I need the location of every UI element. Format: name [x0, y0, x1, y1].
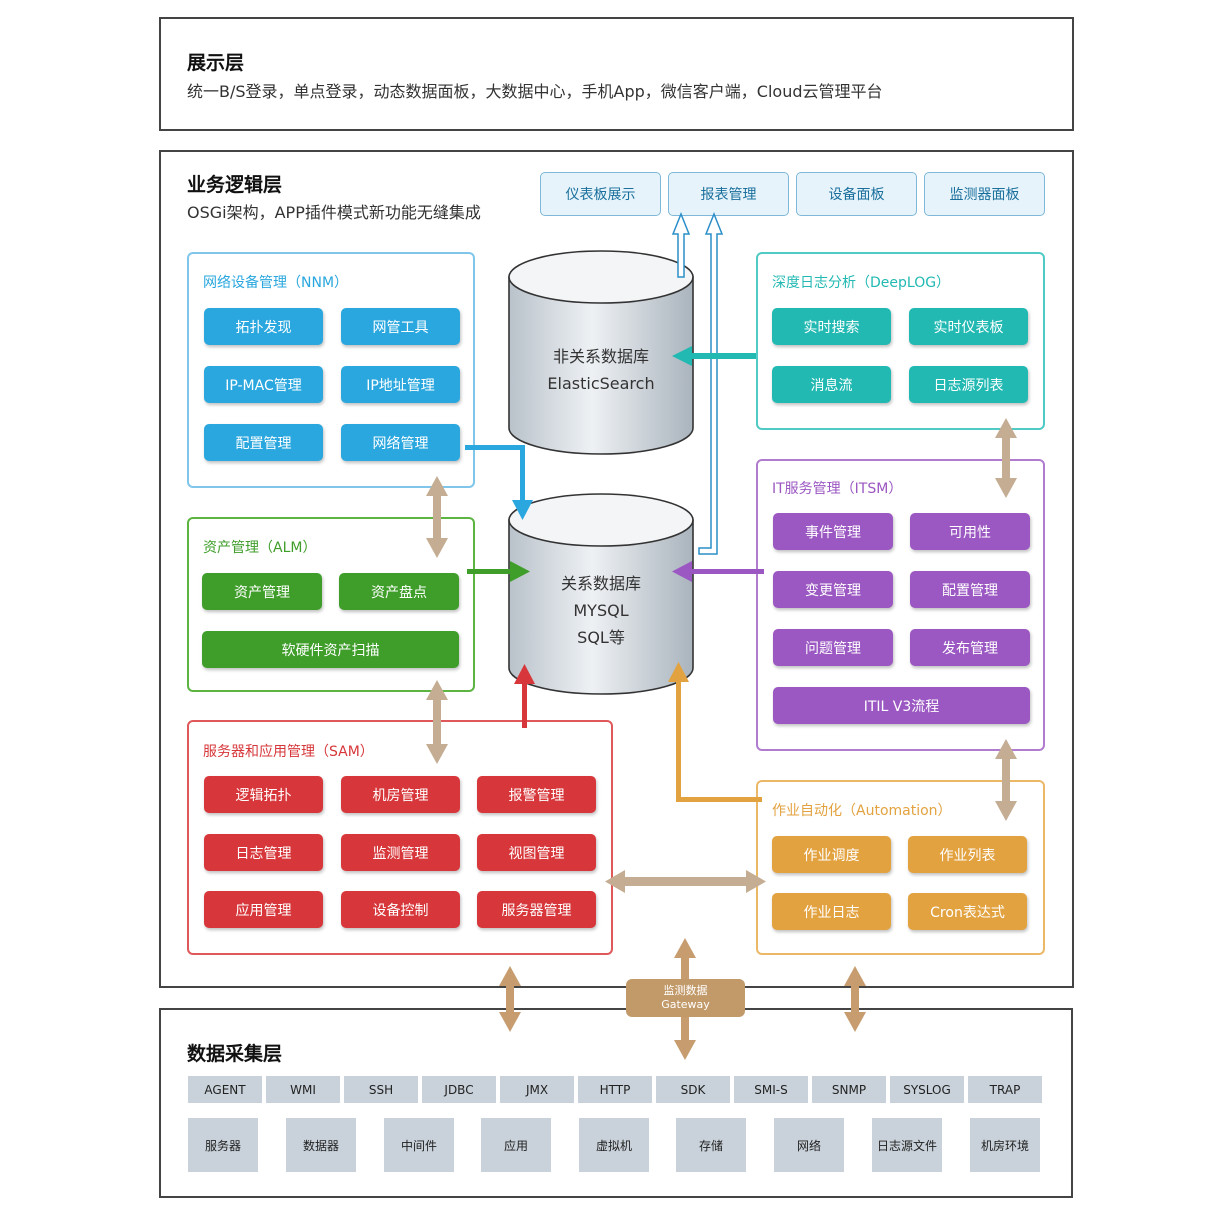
tan-double-arrows — [426, 418, 1017, 893]
itsm-to-mysql-arrow — [672, 561, 764, 582]
automation-group-title: 作业自动化（Automation） — [772, 803, 952, 819]
source-storage: 存储 — [676, 1118, 746, 1172]
sam-to-mysql-arrow — [514, 664, 535, 728]
application-management-button[interactable]: 应用管理 — [204, 891, 323, 928]
nnm-group-title: 网络设备管理（NNM） — [203, 275, 349, 291]
cron-expression-button[interactable]: Cron表达式 — [908, 893, 1027, 930]
realtime-search-button[interactable]: 实时搜索 — [772, 308, 891, 345]
ip-mac-management-button[interactable]: IP-MAC管理 — [204, 366, 323, 403]
business-logic-layer-title: 业务逻辑层 — [187, 174, 283, 196]
protocol-http: HTTP — [578, 1076, 652, 1103]
change-management-button[interactable]: 变更管理 — [773, 571, 893, 608]
log-management-button[interactable]: 日志管理 — [204, 834, 323, 871]
source-server: 服务器 — [188, 1118, 258, 1172]
presentation-layer-desc: 统一B/S登录，单点登录，动态数据面板，大数据中心，手机App，微信客户端，Cl… — [187, 82, 883, 101]
tab-dashboard-display[interactable]: 仪表板展示 — [540, 172, 661, 216]
source-log-files: 日志源文件 — [872, 1118, 942, 1172]
protocol-snmp: SNMP — [812, 1076, 886, 1103]
report-output-arrows — [671, 211, 724, 555]
protocol-jdbc: JDBC — [422, 1076, 496, 1103]
deeplog-to-es-arrow — [672, 346, 756, 366]
network-management-button[interactable]: 网络管理 — [341, 424, 460, 461]
business-logic-layer-subtitle: OSGi架构，APP插件模式新功能无缝集成 — [187, 203, 481, 222]
alarm-management-button[interactable]: 报警管理 — [477, 776, 596, 813]
protocol-trap: TRAP — [968, 1076, 1042, 1103]
protocol-agent: AGENT — [188, 1076, 262, 1103]
source-network: 网络 — [774, 1118, 844, 1172]
job-list-button[interactable]: 作业列表 — [908, 836, 1027, 873]
problem-management-button[interactable]: 问题管理 — [773, 629, 893, 666]
source-application: 应用 — [481, 1118, 551, 1172]
source-middleware: 中间件 — [384, 1118, 454, 1172]
message-stream-button[interactable]: 消息流 — [772, 366, 891, 403]
config-management-button[interactable]: 配置管理 — [204, 424, 323, 461]
job-log-button[interactable]: 作业日志 — [772, 893, 891, 930]
view-management-button[interactable]: 视图管理 — [477, 834, 596, 871]
incident-management-button[interactable]: 事件管理 — [773, 513, 893, 550]
itsm-config-management-button[interactable]: 配置管理 — [910, 571, 1030, 608]
server-management-button[interactable]: 服务器管理 — [477, 891, 596, 928]
protocol-jmx: JMX — [500, 1076, 574, 1103]
source-vm: 虚拟机 — [579, 1118, 649, 1172]
availability-button[interactable]: 可用性 — [910, 513, 1030, 550]
itsm-group-title: IT服务管理（ITSM） — [772, 481, 903, 497]
relational-db-label: 关系数据库 MYSQL SQL等 — [509, 570, 693, 651]
datacenter-management-button[interactable]: 机房管理 — [341, 776, 460, 813]
nonrelational-db-label: 非关系数据库 ElasticSearch — [509, 343, 693, 397]
gateway-label: 监测数据 — [663, 984, 708, 997]
sam-group-title: 服务器和应用管理（SAM） — [203, 744, 374, 760]
hw-sw-asset-scan-button[interactable]: 软硬件资产扫描 — [202, 631, 459, 668]
job-scheduling-button[interactable]: 作业调度 — [772, 836, 891, 873]
itil-v3-process-button[interactable]: ITIL V3流程 — [773, 687, 1030, 724]
ip-address-management-button[interactable]: IP地址管理 — [341, 366, 460, 403]
nnm-to-mysql-arrow — [465, 445, 533, 520]
data-collection-layer-title: 数据采集层 — [187, 1043, 283, 1065]
deeplog-group-title: 深度日志分析（DeepLOG） — [772, 275, 951, 291]
nonrelational-db-cylinder — [508, 250, 694, 455]
protocol-smi-s: SMI-S — [734, 1076, 808, 1103]
logical-topology-button[interactable]: 逻辑拓扑 — [204, 776, 323, 813]
realtime-dashboard-button[interactable]: 实时仪表板 — [909, 308, 1028, 345]
asset-inventory-button[interactable]: 资产盘点 — [339, 573, 459, 610]
protocol-syslog: SYSLOG — [890, 1076, 964, 1103]
tab-monitor-panel[interactable]: 监测器面板 — [924, 172, 1045, 216]
monitoring-gateway: 监测数据 Gateway — [626, 979, 745, 1017]
relational-db-name: 关系数据库 — [560, 574, 641, 593]
protocol-wmi: WMI — [266, 1076, 340, 1103]
relational-db-engine: MYSQL — [573, 601, 629, 620]
automation-to-mysql-arrow — [668, 662, 762, 802]
presentation-layer-title: 展示层 — [187, 52, 245, 74]
protocol-sdk: SDK — [656, 1076, 730, 1103]
device-control-button[interactable]: 设备控制 — [341, 891, 460, 928]
alm-to-mysql-arrow — [467, 561, 530, 582]
network-tools-button[interactable]: 网管工具 — [341, 308, 460, 345]
source-database: 数据器 — [286, 1118, 356, 1172]
alm-group-title: 资产管理（ALM） — [203, 540, 317, 556]
topology-discovery-button[interactable]: 拓扑发现 — [204, 308, 323, 345]
asset-management-button[interactable]: 资产管理 — [202, 573, 322, 610]
tab-report-management[interactable]: 报表管理 — [668, 172, 789, 216]
relational-db-other: SQL等 — [577, 628, 625, 647]
monitor-management-button[interactable]: 监测管理 — [341, 834, 460, 871]
presentation-layer — [159, 17, 1074, 131]
relational-db-cylinder — [508, 493, 694, 695]
gateway-name: Gateway — [661, 998, 710, 1011]
release-management-button[interactable]: 发布管理 — [910, 629, 1030, 666]
source-datacenter-env: 机房环境 — [970, 1118, 1040, 1172]
tab-device-panel[interactable]: 设备面板 — [796, 172, 917, 216]
nonrelational-db-name: 非关系数据库 — [552, 347, 649, 366]
nonrelational-db-engine: ElasticSearch — [547, 374, 655, 393]
protocol-ssh: SSH — [344, 1076, 418, 1103]
log-source-list-button[interactable]: 日志源列表 — [909, 366, 1028, 403]
